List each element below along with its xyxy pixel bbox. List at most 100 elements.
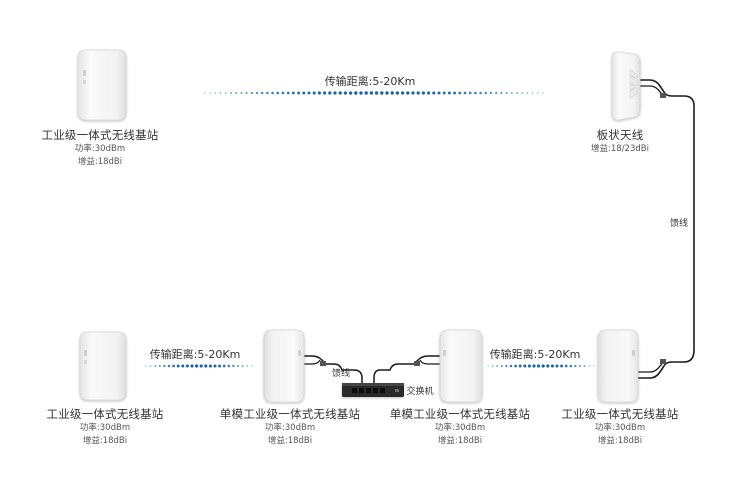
device-gain: 增益:18dBi (597, 436, 643, 446)
link-dot (500, 91, 503, 95)
link-dot (235, 92, 238, 94)
link-dot (359, 91, 363, 95)
link-dot (421, 91, 425, 95)
link-dot (463, 91, 467, 95)
device-power: 功率:30dBm (264, 423, 316, 433)
link-dot (521, 92, 524, 94)
device-title: 工业级一体式无线基站 (561, 407, 679, 421)
link-dot (195, 364, 199, 368)
base-station-device-bottom-4 (597, 329, 639, 403)
link-dot (542, 92, 544, 94)
link-dot (312, 91, 316, 95)
link-dot (432, 91, 436, 95)
feeder-label-right: 馈线 (669, 219, 688, 229)
link-dot (537, 92, 539, 94)
link-dot (380, 91, 384, 95)
link-dot (527, 364, 531, 368)
device-power: 功率:30dBm (594, 423, 646, 433)
link-dot (395, 91, 400, 95)
link-dot (271, 91, 274, 95)
link-dot (209, 92, 211, 94)
link-dot (364, 91, 368, 95)
link-dot (199, 364, 203, 368)
link-dot (181, 364, 185, 368)
network-switch (342, 383, 404, 397)
device-power: 功率:30dBm (434, 423, 486, 433)
link-dot (500, 364, 503, 368)
link-dot (348, 91, 353, 95)
wireless-link-bottom-right (487, 364, 595, 368)
link-dot (204, 92, 206, 94)
wireless-link-top (204, 91, 544, 95)
single-mode-base-station-device-bottom-2 (263, 329, 305, 403)
link-dot (190, 364, 194, 368)
connector (660, 93, 666, 98)
link-dot (416, 91, 420, 95)
link-dot (509, 364, 513, 368)
link-dot (531, 92, 534, 94)
link-dot (323, 91, 327, 95)
link-dot (411, 91, 415, 95)
link-dot (468, 91, 472, 95)
device-gain: 增益:18dBi (77, 157, 123, 167)
link-dot (260, 91, 264, 95)
link-dot (154, 365, 157, 367)
link-dot (214, 92, 217, 94)
link-dot (246, 365, 249, 367)
link-dot (255, 91, 259, 95)
link-dot (574, 364, 577, 368)
device-title: 单模工业级一体式无线基站 (219, 407, 361, 421)
link-dot (172, 364, 175, 368)
link-dot (204, 364, 208, 368)
device-power: 功率:30dBm (79, 423, 131, 433)
link-dot (578, 364, 582, 368)
link-dot (474, 91, 477, 95)
link-dot (442, 91, 446, 95)
link-dot (495, 91, 498, 95)
link-dot (569, 364, 573, 368)
link-dot (427, 91, 431, 95)
link-dot (149, 365, 152, 367)
link-dot (546, 364, 550, 368)
device-power: 功率:30dBm (74, 144, 126, 154)
single-mode-base-station-device-bottom-3 (439, 329, 483, 403)
device-title: 单模工业级一体式无线基站 (389, 407, 531, 421)
link-dot (328, 91, 332, 95)
base-station-device-top-left (77, 49, 127, 121)
link-dot (307, 91, 311, 95)
link-dot (541, 364, 545, 368)
link-dot (489, 91, 493, 95)
link-dot (453, 91, 457, 95)
link-dot (291, 91, 295, 95)
link-dot (276, 91, 280, 95)
device-gain: 增益:18dBi (267, 436, 313, 446)
link-dot (526, 92, 529, 94)
device-gain: 增益:18dBi (437, 436, 483, 446)
link-dot (487, 365, 489, 367)
link-dot (208, 364, 212, 368)
link-dot (523, 364, 527, 368)
link-dot (390, 91, 394, 95)
link-dot (167, 364, 171, 368)
link-dot (514, 364, 517, 368)
link-dot (213, 364, 217, 368)
link-dot (491, 365, 494, 367)
link-distance-bottom-right: 传输距离:5-20Km (489, 348, 581, 361)
feeder-label-middle: 馈线 (331, 369, 350, 379)
switch-ports (352, 388, 385, 393)
link-dot (532, 364, 536, 368)
link-dot (588, 365, 591, 367)
link-dot (224, 92, 227, 94)
link-dot (385, 91, 389, 95)
connector (660, 359, 666, 364)
feeder-cable-right (638, 79, 695, 379)
link-dot (400, 91, 405, 95)
link-dot (232, 364, 235, 368)
link-dot (230, 92, 232, 94)
link-dot (338, 91, 342, 95)
device-title: 板状天线 (596, 128, 644, 142)
link-dot (447, 91, 451, 95)
link-dot (583, 365, 586, 367)
link-dot (516, 92, 518, 94)
